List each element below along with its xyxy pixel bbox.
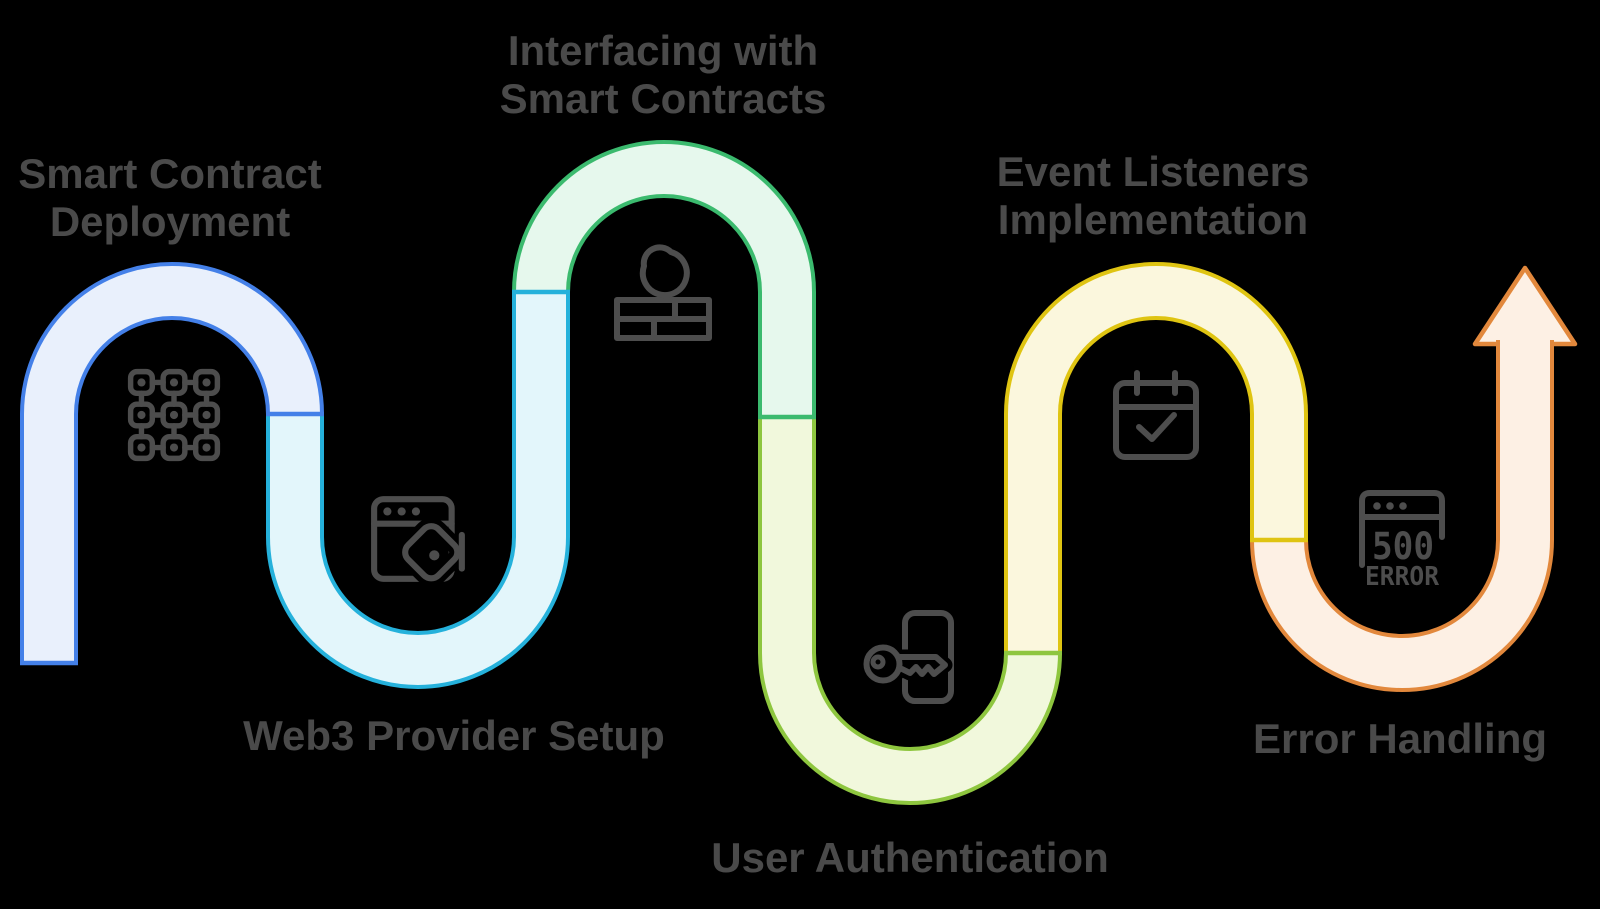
firewall-moon-icon [614,243,712,341]
error-500-icon: 500 ERROR [1359,490,1445,589]
grid-cell-dots [137,378,211,452]
tag [397,518,466,587]
key-phone-icon [859,610,954,704]
grid-cells [127,368,221,462]
label-line: Smart Contract [18,150,322,197]
step-label-smart-contract-deployment: Smart Contract Deployment [18,150,321,246]
label-line: Deployment [49,198,291,245]
moon [639,244,690,299]
segment-end-caps [20,289,1308,666]
path-segment-smart-contract-deployment [19,262,324,663]
browser-tag-icon [371,496,466,587]
label-line: Error Handling [1252,715,1548,762]
path-segment-error-handling [1250,265,1578,692]
error-word-text: ERROR [1365,562,1439,589]
arrow-head [1472,265,1578,347]
error-code-text: 500 [1372,525,1434,568]
step-label-web3-provider-setup: Web3 Provider Setup [243,712,665,760]
label-line: Event Listeners [996,148,1310,195]
path-segment-user-authentication [758,417,1062,805]
browser-window [1359,490,1445,568]
path-segment-web3-provider-setup [266,292,570,689]
label-line: Smart Contracts [499,75,827,122]
key [859,640,953,688]
label-line: Interfacing with [507,27,819,74]
step-label-error-handling: Error Handling [1253,715,1547,763]
label-line: User Authentication [711,834,1109,881]
checkmark [1136,412,1177,442]
label-line: Implementation [997,196,1309,243]
calendar [1113,370,1199,460]
blockchain-grid-icon [127,368,221,462]
step-label-event-listeners: Event Listeners Implementation [997,148,1310,244]
step-label-interfacing-smart-contracts: Interfacing with Smart Contracts [500,27,827,123]
label-line: Web3 Provider Setup [243,712,665,759]
step-label-user-authentication: User Authentication [711,834,1108,882]
path-segment-event-listeners [1004,262,1308,653]
calendar-check-icon [1113,370,1199,460]
path-segment-interfacing-smart-contracts [512,140,816,417]
